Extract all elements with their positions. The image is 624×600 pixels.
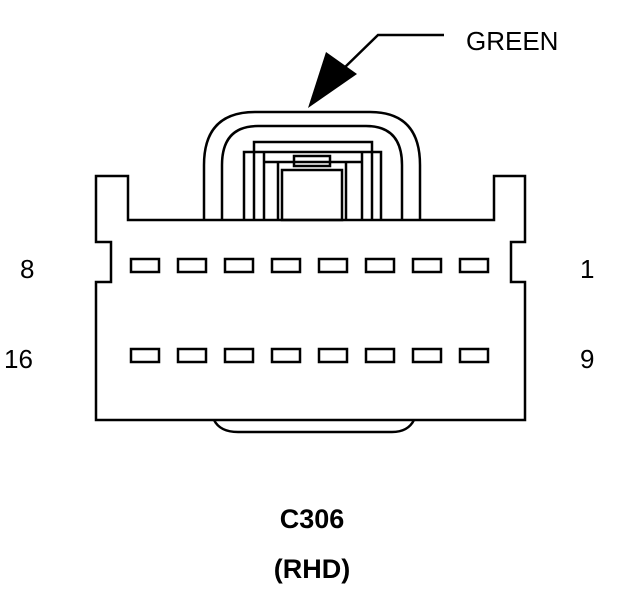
arrow-head-icon: [308, 52, 357, 108]
pin-cavity: [458, 347, 490, 364]
pin-cavity: [317, 347, 349, 364]
pin-cavity: [223, 257, 255, 274]
pin-cavity: [176, 257, 208, 274]
pin-cavity: [223, 347, 255, 364]
pin-cavity: [364, 257, 396, 274]
pin-cavity: [458, 257, 490, 274]
pin-cavity: [317, 257, 349, 274]
pin-cavity: [364, 347, 396, 364]
latch-outer: [202, 110, 422, 220]
pin-cavity: [176, 347, 208, 364]
connector-foot: [212, 419, 416, 434]
wire-color-label: GREEN: [466, 26, 559, 56]
latch-frame: [242, 140, 383, 220]
pin-cavity: [270, 257, 302, 274]
pin-cavity: [270, 347, 302, 364]
connector-id: C306: [279, 504, 345, 534]
connector-housing: [94, 174, 527, 422]
pin-number-1: 1: [580, 254, 595, 284]
pin-number-16: 16: [4, 344, 33, 374]
pin-number-8: 8: [20, 254, 35, 284]
color-leader: [308, 33, 444, 108]
pin-cavity: [129, 257, 161, 274]
latch-button: [280, 168, 344, 222]
pin-cavity: [411, 347, 443, 364]
pin-number-9: 9: [580, 344, 595, 374]
latch-inner: [220, 124, 404, 220]
connector-variant: (RHD): [273, 554, 351, 584]
pin-cavity: [411, 257, 443, 274]
pin-cavity: [129, 347, 161, 364]
